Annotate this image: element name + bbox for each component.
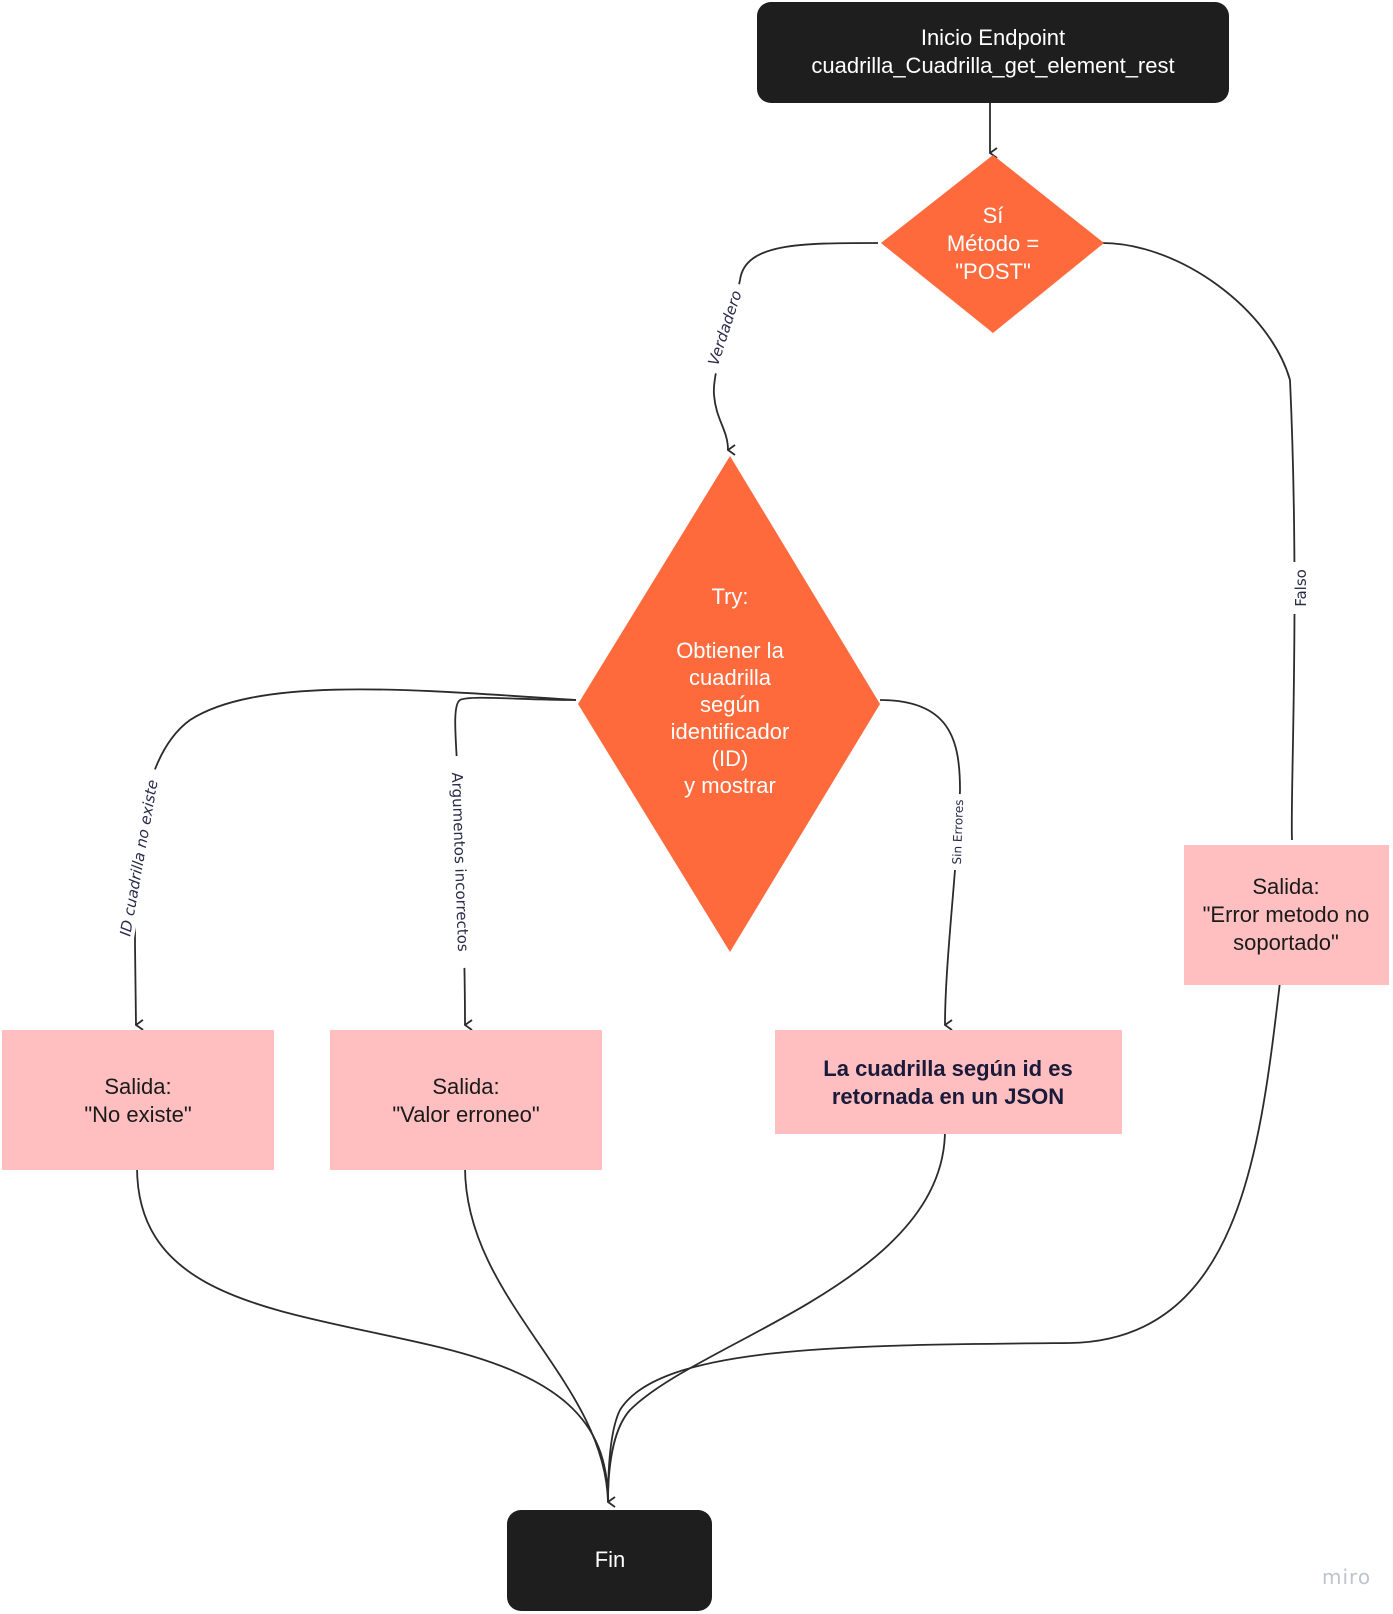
decision-method-node[interactable]: Sí Método = "POST" xyxy=(881,155,1104,333)
output-json-line-2: retornada en un JSON xyxy=(832,1084,1064,1109)
edge-label-id-no-existe: ID cuadrilla no existe xyxy=(112,767,164,949)
svg-text:Sin Errores: Sin Errores xyxy=(950,799,966,864)
output-json-node[interactable]: La cuadrilla según id es retornada en un… xyxy=(775,1030,1122,1134)
edge-no-existe-to-fin xyxy=(136,1166,608,1502)
edge-method-to-try-verdadero xyxy=(713,242,879,450)
decision-try-line-8: y mostrar xyxy=(684,773,776,798)
svg-text:ID cuadrilla no existe: ID cuadrilla no existe xyxy=(116,778,161,937)
output-no-existe-line-2: "No existe" xyxy=(84,1102,191,1127)
output-valor-erroneo-line-1: Salida: xyxy=(432,1074,499,1099)
edge-label-sin-errores: Sin Errores xyxy=(947,793,967,871)
decision-try-line-5: según xyxy=(700,692,760,717)
miro-watermark: miro xyxy=(1322,1565,1371,1589)
start-node-line-2: cuadrilla_Cuadrilla_get_element_rest xyxy=(811,53,1174,78)
edge-valor-erroneo-to-fin xyxy=(464,1166,609,1503)
decision-method-line-2: Método = xyxy=(947,231,1039,256)
decision-try-line-7: (ID) xyxy=(712,746,749,771)
start-node-line-1: Inicio Endpoint xyxy=(921,25,1065,50)
output-error-metodo-line-2: "Error metodo no xyxy=(1203,902,1370,927)
end-node-label: Fin xyxy=(595,1547,626,1572)
decision-try-line-4: cuadrilla xyxy=(689,665,772,690)
output-no-existe-line-1: Salida: xyxy=(104,1074,171,1099)
edge-salida-metodo-to-fin xyxy=(607,981,1281,1503)
output-valor-erroneo-node[interactable]: Salida: "Valor erroneo" xyxy=(330,1030,602,1170)
svg-text:Falso: Falso xyxy=(1292,569,1310,607)
edge-json-to-fin xyxy=(607,1129,946,1503)
decision-try-node[interactable]: Try: Obtiener la cuadrilla según identif… xyxy=(578,456,880,952)
decision-try-line-3: Obtiener la xyxy=(676,638,784,663)
decision-method-line-3: "POST" xyxy=(955,259,1031,284)
decision-try-line-1: Try: xyxy=(711,584,748,609)
edge-try-to-valor-erroneo xyxy=(454,696,577,1025)
output-no-existe-node[interactable]: Salida: "No existe" xyxy=(2,1030,274,1170)
start-node[interactable]: Inicio Endpoint cuadrilla_Cuadrilla_get_… xyxy=(757,2,1229,103)
decision-try-line-6: identificador xyxy=(671,719,790,744)
end-node[interactable]: Fin xyxy=(507,1510,712,1611)
edge-label-verdadero: Verdadero xyxy=(700,280,748,375)
output-error-metodo-node[interactable]: Salida: "Error metodo no soportado" xyxy=(1184,845,1389,985)
decision-method-line-1: Sí xyxy=(983,203,1004,228)
edge-label-argumentos: Argumentos incorrectos xyxy=(447,755,475,969)
output-error-metodo-line-1: Salida: xyxy=(1252,874,1319,899)
svg-text:Verdadero: Verdadero xyxy=(704,288,745,367)
edge-try-to-no-existe xyxy=(134,688,577,1025)
edge-label-falso: Falso xyxy=(1290,562,1310,614)
output-valor-erroneo-line-2: "Valor erroneo" xyxy=(392,1102,539,1127)
output-json-line-1: La cuadrilla según id es xyxy=(823,1056,1072,1081)
output-error-metodo-line-3: soportado" xyxy=(1233,930,1339,955)
edge-method-to-salida-metodo-falso xyxy=(1101,242,1296,841)
